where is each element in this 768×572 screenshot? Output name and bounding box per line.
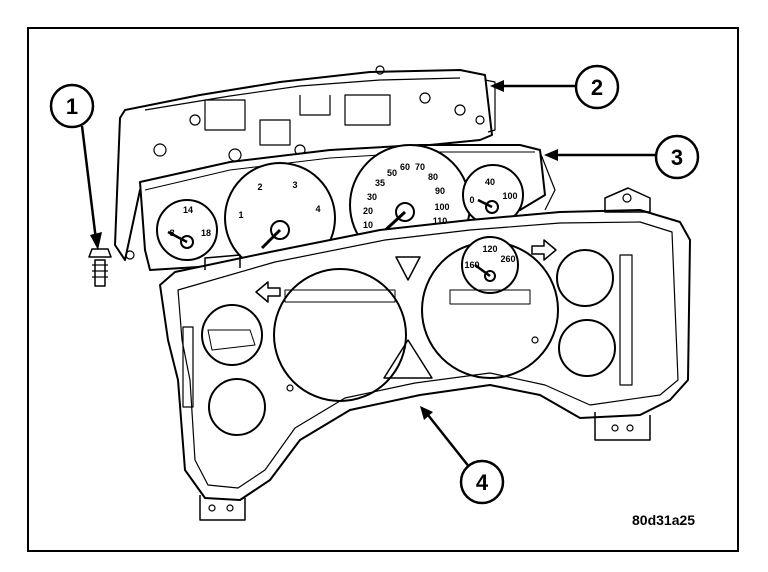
rear-housing [114,69,493,261]
bezel-opening-tach [273,268,407,402]
small-right-gauge-label: 100 [502,191,517,201]
bezel-opening-right-upper [556,249,614,307]
callout-circle-3 [654,134,700,180]
mounting-screw [88,248,112,287]
callout-label-1: 1 [66,94,78,119]
speedometer-label: 50 [387,168,397,178]
tachometer-label: 1 [238,210,243,220]
callout-circle-4 [459,459,505,505]
bezel-opening-right-lower [558,319,616,377]
callout-label-4: 4 [476,470,489,495]
speedometer-label: 20 [363,206,373,216]
bezel-opening-left-lower [208,378,266,436]
lower-center-gauge-label: 160 [464,260,479,270]
speedometer-label: 80 [428,172,438,182]
small-right-gauge-label: 40 [485,177,495,187]
tachometer-label: 3 [292,180,297,190]
small-left-gauge-label: 18 [201,228,211,238]
small-left-gauge [156,199,218,261]
speedometer-label: 70 [415,162,425,172]
lower-center-gauge-label: 260 [500,254,515,264]
speedometer-label: 110 [433,216,448,226]
speedometer-label: 10 [363,220,373,230]
lower-center-gauge-label: 120 [482,244,497,254]
speedometer-label: 35 [375,178,385,188]
speedometer-label: 30 [367,192,377,202]
speedometer-label: 100 [434,202,449,212]
callout-label-3: 3 [671,145,683,170]
callout-label-2: 2 [591,75,603,100]
speedometer-label: 60 [400,162,410,172]
tachometer-label: 4 [315,204,320,214]
small-right-gauge-label: 0 [469,195,474,205]
tachometer-label: 2 [257,182,262,192]
lower-center-gauge [449,236,531,305]
small-left-gauge-label: 8 [169,228,174,238]
callout-circle-2 [574,64,620,110]
figure-id-label: 80d31a25 [632,512,696,528]
small-left-gauge-label: 14 [183,205,193,215]
callout-circle-1 [49,83,95,129]
bezel-opening-left-upper [201,304,263,366]
speedometer-label: 90 [435,186,445,196]
